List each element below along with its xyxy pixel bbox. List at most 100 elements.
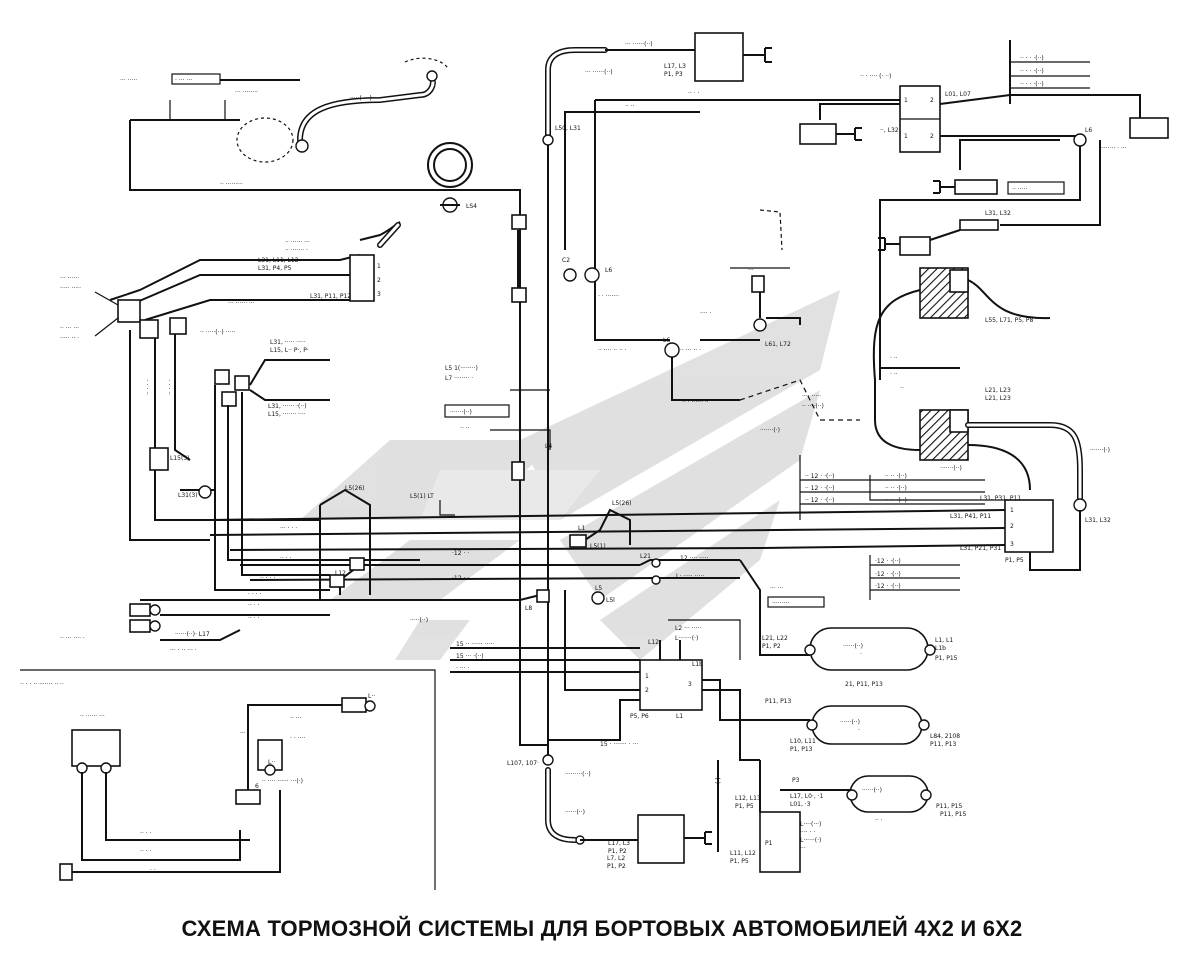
svg-text:· ·: · · bbox=[150, 867, 156, 874]
svg-text:···· · ·: ···· · · bbox=[800, 829, 815, 836]
svg-text:L1: L1 bbox=[676, 713, 683, 720]
svg-text:L12, L13: L12, L13 bbox=[735, 795, 761, 802]
left-lower-connectors: ·· ··· ···· · ··· · ·· ··· · ······(··)·… bbox=[60, 603, 241, 654]
left-valve-pins: L31, L11, L12 bbox=[258, 257, 299, 264]
tank3-pins2: P11, P15 bbox=[940, 811, 967, 818]
svg-text:·· ·: ·· · bbox=[875, 817, 883, 824]
svg-text:·· ···: ·· ··· bbox=[290, 715, 302, 722]
svg-text:·······(··): ·······(··) bbox=[940, 465, 962, 472]
svg-text:L6: L6 bbox=[663, 337, 670, 344]
svg-text:·· ··· ·· ·: ·· ··· ·· · bbox=[680, 347, 701, 354]
left-valve-cluster: ··· ······ ····· ····· ·· ··· ··· ····· … bbox=[60, 221, 401, 541]
svg-text:P11, P13: P11, P13 bbox=[765, 698, 792, 705]
svg-text:·· · ·: ·· · · bbox=[248, 615, 260, 622]
svg-text:····· ·····: ····· ····· bbox=[60, 285, 81, 292]
l61-label: L61, L72 bbox=[765, 341, 791, 348]
svg-text:L6: L6 bbox=[605, 267, 612, 274]
svg-text:15 ··· ·(··): 15 ··· ·(··) bbox=[456, 653, 484, 660]
svg-text:·· · ·: ·· · · bbox=[280, 555, 292, 562]
svg-text:·: · bbox=[860, 651, 862, 658]
svg-text:·· ·· ·(··): ·· ·· ·(··) bbox=[885, 485, 907, 492]
svg-text:2: 2 bbox=[930, 97, 934, 104]
svg-text:·12 · ·(··): ·12 · ·(··) bbox=[875, 583, 901, 590]
svg-text:·· ······ ···: ·· ······ ··· bbox=[285, 239, 310, 246]
svg-text:P1, P2: P1, P2 bbox=[762, 643, 781, 650]
upper-center-valves: C2 L6 · · ······· L6 ·· ···· ·· ·· · ·· … bbox=[562, 90, 900, 434]
svg-text:L··: L·· bbox=[268, 759, 275, 766]
tank3-pins: P11, P15 bbox=[936, 803, 963, 810]
svg-text:·· ·····(··) ·····: ·· ·····(··) ····· bbox=[200, 329, 235, 336]
svg-text:2: 2 bbox=[377, 277, 381, 284]
svg-text:· · · ·: · · · · bbox=[248, 591, 261, 598]
tee-label: L4 bbox=[545, 443, 552, 450]
svg-text:······(··)· L17: ······(··)· L17 bbox=[175, 631, 210, 638]
svg-text:L5(26): L5(26) bbox=[612, 500, 631, 507]
svg-text:··· ······(··): ··· ······(··) bbox=[625, 41, 653, 48]
tank2-pins: P11, P13 bbox=[930, 741, 957, 748]
svg-text:···: ··· bbox=[748, 267, 754, 274]
air-tanks: ······(··) · L1b P1, P15 21, P11, P13 ··… bbox=[765, 627, 963, 824]
svg-text:P1: P1 bbox=[765, 840, 773, 847]
svg-text:L31, P11, P12: L31, P11, P12 bbox=[310, 293, 351, 300]
svg-text:······(··): ······(··) bbox=[565, 809, 585, 816]
right-pins-label: L21, L23 bbox=[985, 387, 1011, 394]
tank-label: L5 bbox=[595, 585, 602, 592]
svg-text:··· ·····: ··· ····· bbox=[120, 77, 137, 84]
svg-text:··· ···: ··· ··· bbox=[770, 585, 783, 592]
central-spine: L50, L31 ··· ··· bbox=[511, 47, 608, 760]
center-lower-modules: 15 ·· ······ ····· 15 ··· ·(··) · ··· · … bbox=[450, 590, 810, 761]
svg-text:L107, 107·: L107, 107· bbox=[507, 760, 539, 767]
svg-text:P1, P5: P1, P5 bbox=[735, 803, 754, 810]
left-valve-pins2: L31, P4, P5 bbox=[258, 265, 292, 272]
tank1-pins-label: L1, L1 bbox=[935, 637, 953, 644]
svg-text:·· ··· ···· ·: ·· ··· ···· · bbox=[60, 635, 85, 642]
right-pins-label2: L21, L23 bbox=[985, 395, 1011, 402]
bottom-valve-pins2: P1, P2 bbox=[607, 863, 626, 870]
svg-text:·· · · ·: ·· · · · bbox=[260, 575, 275, 582]
ch-right-pins3: L31, P21, P31 bbox=[960, 545, 1001, 552]
mid-valve-label: L12 bbox=[648, 639, 659, 646]
gauge-label: LS4 bbox=[466, 203, 477, 210]
svg-text:······(··): ······(··) bbox=[843, 643, 863, 650]
svg-text:·· ·········: ·· ········· bbox=[220, 181, 243, 188]
svg-text:·· ·· ·(··): ·· ·· ·(··) bbox=[885, 473, 907, 480]
svg-text:· ··· ·: · ··· · bbox=[456, 665, 469, 672]
svg-text:·· ······ ···: ·· ······ ··· bbox=[80, 713, 105, 720]
svg-text:·········: ········· bbox=[772, 600, 789, 607]
misc-labels: L31, L11, L12 L31, P4, P5 L8 L4 L1 L5 L7… bbox=[258, 257, 967, 870]
svg-text:··· · · ·: ··· · · · bbox=[280, 525, 297, 532]
svg-text:L1b: L1b bbox=[935, 645, 946, 652]
brake-system-diagram: · ··· ··· ··· ····· ···· ······ ··· ····… bbox=[20, 32, 1169, 890]
svg-text:····· ·· ·: ····· ·· · bbox=[60, 335, 79, 342]
svg-text:·12 · ·: ·12 · · bbox=[452, 575, 469, 582]
svg-text:·· ·· ·(··): ·· ·· ·(··) bbox=[885, 497, 907, 504]
svg-text:15 · ······· · ···: 15 · ······· · ··· bbox=[600, 741, 638, 748]
svg-text:L31, ······ ·(··): L31, ······ ·(··) bbox=[268, 403, 307, 410]
svg-text:·12 · ·(··): ·12 · ·(··) bbox=[875, 571, 901, 578]
svg-text:· · ·······: · · ······· bbox=[598, 293, 619, 300]
svg-text:··· ······ ···: ··· ······ ··· bbox=[228, 300, 255, 307]
svg-text:L5(26): L5(26) bbox=[345, 485, 364, 492]
svg-text:··· ······: ··· ······ bbox=[60, 275, 79, 282]
svg-text:··· ······(··): ··· ······(··) bbox=[585, 69, 613, 76]
top-valve-pins2: P1, P3 bbox=[664, 71, 683, 78]
svg-text:·· 12 · ·(··): ·· 12 · ·(··) bbox=[805, 497, 834, 504]
svg-text:·· · · ·(··): ·· · · ·(··) bbox=[1020, 68, 1044, 75]
bottom-valve-pins: L7, L2 bbox=[607, 855, 625, 862]
svg-text:·····(··): ·····(··) bbox=[410, 617, 428, 624]
svg-text:·· ····(··): ·· ····(··) bbox=[802, 403, 824, 410]
svg-text:·· 12 · ·(··): ·· 12 · ·(··) bbox=[805, 473, 834, 480]
svg-text:L15(3): L15(3) bbox=[170, 455, 189, 462]
svg-text:·······(·): ·······(·) bbox=[760, 427, 780, 434]
svg-text:···· ·····: ···· ····· bbox=[802, 393, 821, 400]
svg-text:L7 ········ ·: L7 ········ · bbox=[445, 375, 473, 382]
cross-label: L1 bbox=[578, 525, 585, 532]
svg-text:L······(·): L······(·) bbox=[800, 837, 821, 844]
left-pipe-loop bbox=[129, 79, 521, 540]
svg-text:··· · ·· ··· ·: ··· · ·· ··· · bbox=[170, 647, 197, 654]
svg-text:P3: P3 bbox=[792, 777, 800, 784]
top-center-module: L17, L3 P1, P3 ··· ······(··) ··· ······… bbox=[585, 32, 772, 82]
mid-valve-label3: L8 bbox=[525, 605, 532, 612]
svg-text:L12: L12 bbox=[335, 570, 346, 577]
svg-text:·······(··): ·······(··) bbox=[450, 409, 472, 416]
